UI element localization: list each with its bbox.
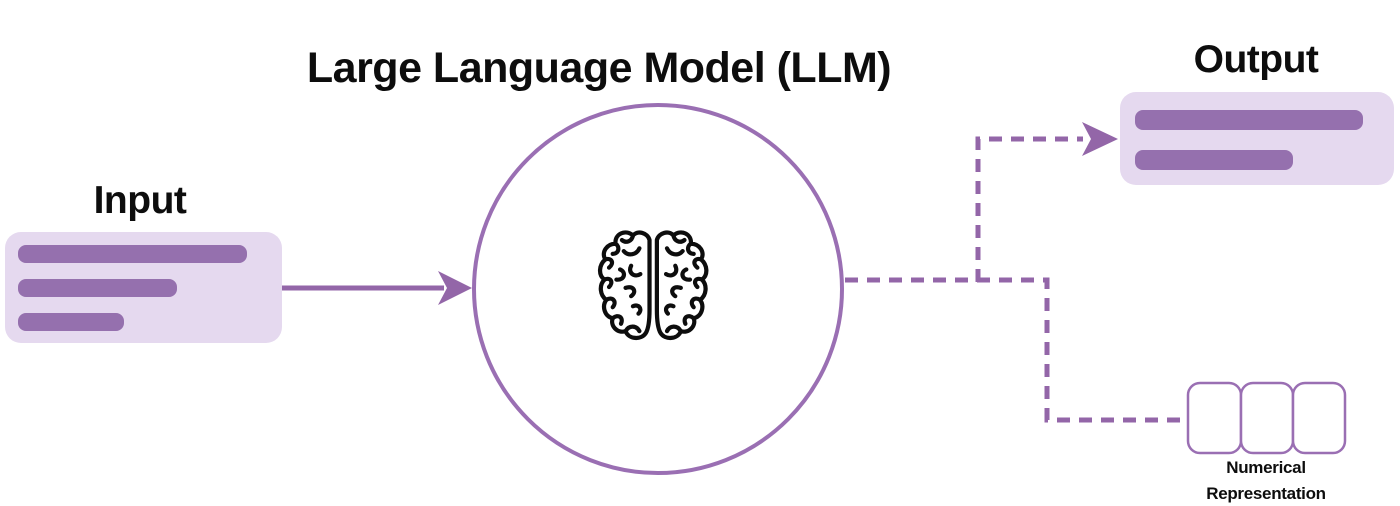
- output-box: [1120, 92, 1394, 185]
- input-text-bar-3: [18, 313, 124, 331]
- input-to-model-arrowhead: [438, 271, 472, 305]
- input-box: [5, 232, 282, 343]
- numerical-representation-label-line2: Representation: [1206, 484, 1326, 503]
- brain-icon: [597, 232, 706, 337]
- numerical-cell-3: [1291, 381, 1347, 455]
- input-text-bar-1: [18, 245, 247, 263]
- input-label: Input: [93, 179, 187, 222]
- input-text-bar-2: [18, 279, 177, 297]
- model-to-output-arrowhead: [1082, 122, 1118, 156]
- numerical-cell-1: [1186, 381, 1243, 455]
- model-to-output-dashed-line: [975, 136, 1083, 282]
- numerical-representation-label-line1: Numerical: [1226, 458, 1306, 477]
- numerical-representation-cells: [1186, 381, 1347, 455]
- output-text-bar-1: [1135, 110, 1363, 130]
- llm-title: Large Language Model (LLM): [306, 44, 892, 92]
- model-to-numerical-dashed-line: [845, 277, 1186, 423]
- numerical-cell-2: [1239, 381, 1295, 455]
- output-text-bar-2: [1135, 150, 1293, 170]
- numerical-representation-label: Numerical Representation: [1206, 455, 1326, 506]
- output-label: Output: [1193, 38, 1319, 81]
